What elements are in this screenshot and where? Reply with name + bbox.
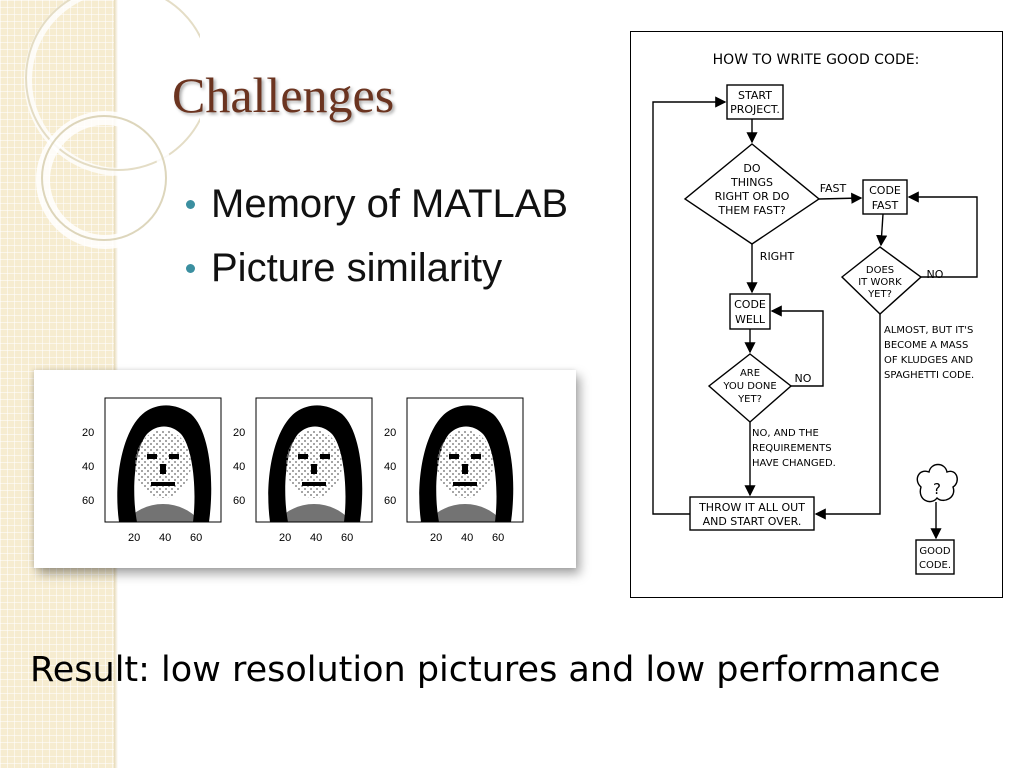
code-fast-line: CODE — [869, 184, 901, 197]
code-well-line: CODE — [734, 298, 766, 311]
y-tick-label: 20 — [82, 427, 94, 439]
x-tick-label: 60 — [190, 532, 202, 544]
x-tick-label: 20 — [279, 532, 291, 544]
requirements-line: NO, AND THE — [752, 428, 819, 439]
result-text: Result: low resolution pictures and low … — [30, 650, 941, 690]
throw-line: THROW IT ALL OUT — [698, 501, 805, 514]
decision2-line: IT WORK — [858, 277, 902, 288]
decision1-line: THINGS — [730, 176, 773, 189]
decision3-line: ARE — [740, 368, 760, 379]
x-tick-label: 40 — [310, 532, 322, 544]
x-tick-label: 20 — [128, 532, 140, 544]
y-tick-label: 20 — [233, 427, 245, 439]
faces-figure: 20 40 60 20 40 60 20 40 60 20 40 60 20 4… — [34, 370, 576, 568]
bullet-dot-icon — [186, 263, 195, 273]
bullet-item: Picture similarity — [186, 236, 568, 300]
y-tick-label: 60 — [233, 495, 245, 507]
x-tick-label: 60 — [492, 532, 504, 544]
decorative-rings — [24, 0, 200, 249]
fast-label: FAST — [820, 182, 847, 195]
bullet-text: Memory of MATLAB — [211, 181, 569, 226]
no-label: NO — [927, 268, 944, 281]
decision3-line: YOU DONE — [722, 381, 776, 392]
flowchart: HOW TO WRITE GOOD CODE: START PROJECT. D… — [652, 52, 978, 575]
throw-line: AND START OVER. — [703, 515, 802, 528]
requirements-line: HAVE CHANGED. — [752, 458, 836, 469]
y-tick-label: 20 — [384, 427, 396, 439]
right-label: RIGHT — [760, 250, 795, 263]
decision2-line: YET? — [867, 289, 892, 300]
y-tick-label: 40 — [233, 461, 245, 473]
bullet-list: Memory of MATLAB Picture similarity — [186, 172, 568, 300]
start-line: START — [738, 89, 772, 102]
y-tick-label: 60 — [384, 495, 396, 507]
almost-line: BECOME A MASS — [884, 340, 968, 351]
decision1-line: RIGHT OR DO — [715, 190, 790, 203]
code-flowchart-comic: HOW TO WRITE GOOD CODE: START PROJECT. D… — [630, 31, 1003, 598]
y-tick-label: 60 — [82, 495, 94, 507]
decision1-line: THEM FAST? — [717, 204, 785, 217]
code-fast-line: FAST — [872, 199, 899, 212]
almost-line: OF KLUDGES AND — [884, 355, 973, 366]
decision2-line: DOES — [866, 265, 894, 276]
comic-title: HOW TO WRITE GOOD CODE: — [713, 52, 920, 68]
y-tick-label: 40 — [384, 461, 396, 473]
y-tick-label: 40 — [82, 461, 94, 473]
question-mark: ? — [933, 480, 941, 498]
bullet-dot-icon — [186, 199, 195, 209]
faces-plots: 20 40 60 20 40 60 20 40 60 20 40 60 20 4… — [82, 397, 524, 544]
decision1-line: DO — [743, 162, 760, 175]
x-tick-label: 60 — [341, 532, 353, 544]
slide-title: Challenges — [172, 67, 395, 123]
code-well-line: WELL — [735, 313, 766, 326]
x-tick-label: 20 — [430, 532, 442, 544]
bullet-item: Memory of MATLAB — [186, 172, 568, 236]
decision3-line: YET? — [737, 394, 762, 405]
almost-line: SPAGHETTI CODE. — [884, 370, 974, 381]
start-line: PROJECT. — [730, 103, 780, 116]
almost-line: ALMOST, BUT IT'S — [884, 325, 973, 336]
good-code-line: CODE. — [919, 560, 951, 571]
good-code-line: GOOD — [919, 546, 950, 557]
bullet-text: Picture similarity — [211, 245, 503, 290]
x-tick-label: 40 — [159, 532, 171, 544]
requirements-line: REQUIREMENTS — [752, 443, 832, 454]
x-tick-label: 40 — [461, 532, 473, 544]
no-label-2: NO — [795, 372, 812, 385]
